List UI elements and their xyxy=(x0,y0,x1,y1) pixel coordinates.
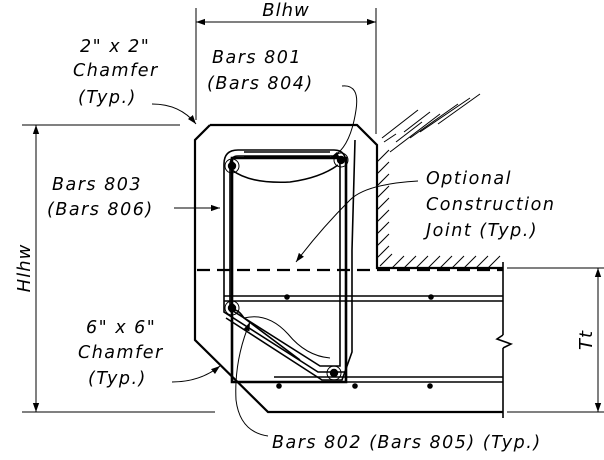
label-joint-3: Joint (Typ.) xyxy=(423,221,538,241)
label-chamfer-top-3: (Typ.) xyxy=(78,88,137,108)
leader-lines xyxy=(151,85,419,437)
dim-right-height-label: Tt xyxy=(576,330,597,350)
label-chamfer-top-2: Chamfer xyxy=(73,61,159,81)
label-bars801-1: Bars 801 xyxy=(212,48,302,68)
dim-top-width xyxy=(195,8,377,134)
wall-outline xyxy=(193,123,514,418)
reinforcement xyxy=(223,139,503,389)
dim-left-height xyxy=(22,124,215,413)
dim-top-width-label: Blhw xyxy=(262,0,309,21)
label-joint-1: Optional xyxy=(426,169,512,189)
label-bars803-1: Bars 803 xyxy=(52,175,142,195)
label-joint-2: Construction xyxy=(426,195,555,215)
label-chamfer-top-1: 2" x 2" xyxy=(80,37,150,57)
label-bars801-2: (Bars 804) xyxy=(207,74,314,94)
dim-left-height-label: Hlhw xyxy=(14,244,35,293)
label-bars803-2: (Bars 806) xyxy=(47,200,154,220)
label-chamfer-bot-3: (Typ.) xyxy=(88,369,147,389)
label-chamfer-bot-1: 6" x 6" xyxy=(86,318,156,338)
label-bars802: Bars 802 (Bars 805) (Typ.) xyxy=(272,433,542,453)
label-chamfer-bot-2: Chamfer xyxy=(78,343,164,363)
soil-hatch xyxy=(376,93,503,269)
dim-right-height xyxy=(507,267,604,413)
labels: 2" x 2" Chamfer (Typ.) Bars 801 (Bars 80… xyxy=(47,37,555,453)
